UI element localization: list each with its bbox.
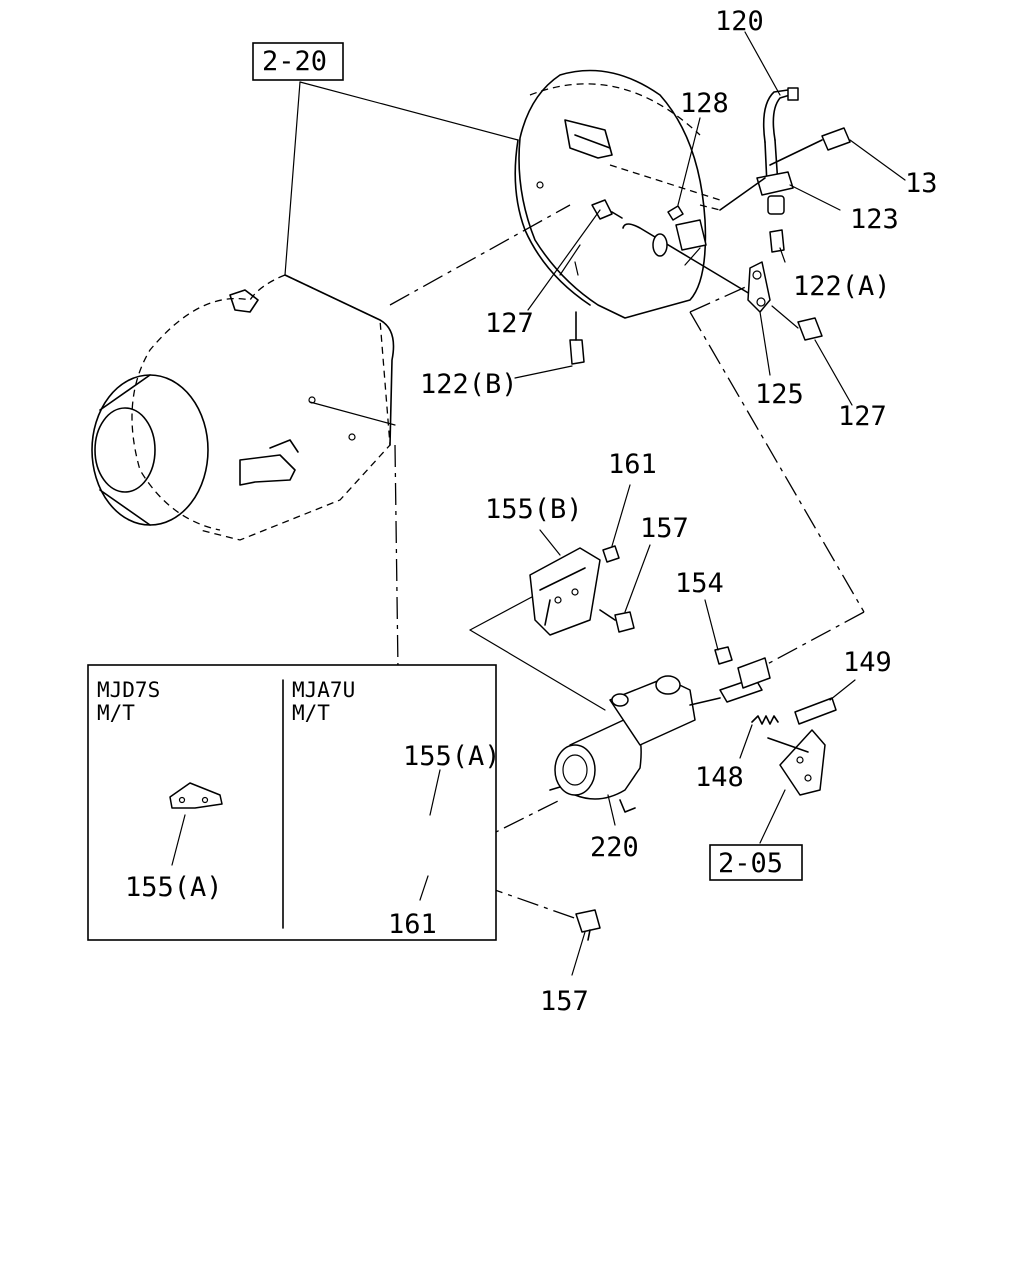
callout-13: 13 <box>905 168 938 199</box>
transmission-housing <box>91 274 395 541</box>
bracket-plate <box>767 729 826 796</box>
callout-128: 128 <box>680 88 729 119</box>
callout-155a-inset: 155(A) <box>125 872 223 903</box>
fitting-122b <box>569 311 585 365</box>
inset-right-model: MJA7U <box>292 678 355 702</box>
callout-122b: 122(B) <box>420 369 518 400</box>
callout-127-right: 127 <box>838 401 887 432</box>
lever-125 <box>747 261 823 341</box>
callout-161-top: 161 <box>608 449 657 480</box>
callout-161-bottom: 161 <box>388 909 437 940</box>
clutch-housing <box>514 69 721 319</box>
inset-right-trans: M/T <box>292 701 330 725</box>
reference-label-2-05: 2-05 <box>718 848 783 879</box>
callout-157-top: 157 <box>640 513 689 544</box>
callout-127-top: 127 <box>485 308 534 339</box>
callout-120: 120 <box>715 6 764 37</box>
inset-left-model: MJD7S <box>97 678 160 702</box>
callout-149: 149 <box>843 647 892 678</box>
reference-2-20: 2-20 <box>252 42 344 81</box>
callout-labels: 120 128 13 123 122(A) 127 122(B) 125 127… <box>125 6 938 1017</box>
callout-125: 125 <box>755 379 804 410</box>
spring-148 <box>751 697 837 725</box>
callout-122a: 122(A) <box>793 271 891 302</box>
callout-155a-main: 155(A) <box>403 741 501 772</box>
inset-labels: MJD7S M/T MJA7U M/T <box>97 678 355 725</box>
pipe-assembly <box>591 87 851 301</box>
callout-154: 154 <box>675 568 724 599</box>
reference-label-2-20: 2-20 <box>262 46 327 77</box>
bracket-155b <box>529 545 635 636</box>
callout-123: 123 <box>850 204 899 235</box>
air-cylinder-220 <box>549 646 771 813</box>
reference-2-05: 2-05 <box>709 844 803 881</box>
callout-157-bottom: 157 <box>540 986 589 1017</box>
inset-left-trans: M/T <box>97 701 135 725</box>
callout-leaders <box>419 31 906 976</box>
variant-inset-box <box>87 664 497 941</box>
callout-220: 220 <box>590 832 639 863</box>
callout-148: 148 <box>695 762 744 793</box>
callout-155b: 155(B) <box>485 494 583 525</box>
